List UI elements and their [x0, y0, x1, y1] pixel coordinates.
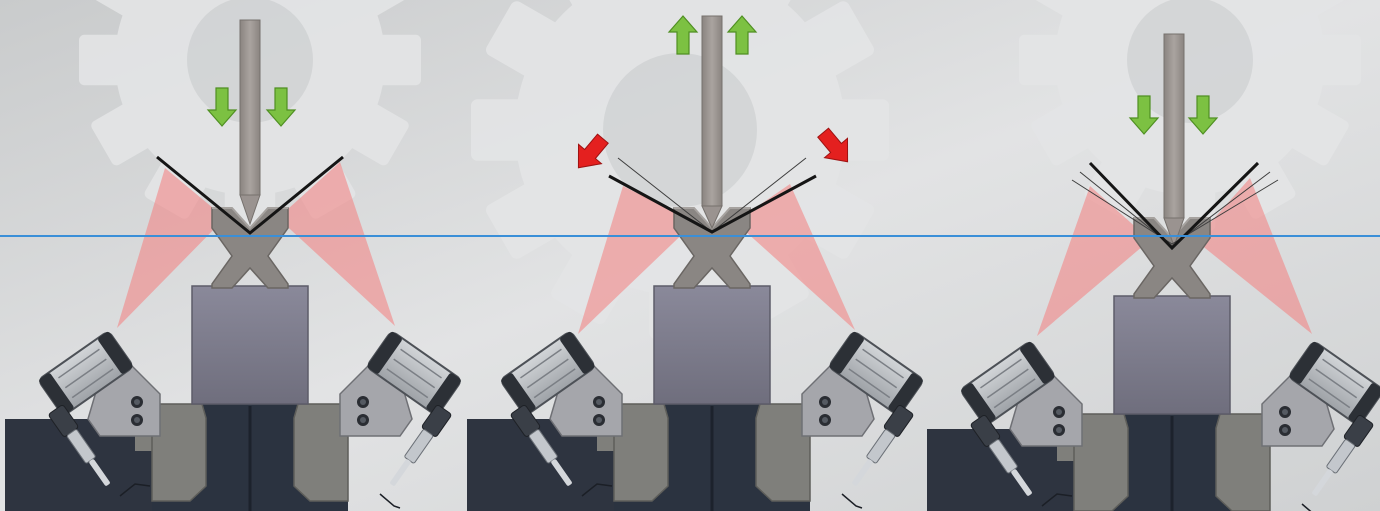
punch-tool: [702, 16, 722, 228]
punch-tool: [240, 20, 260, 224]
punch-tool: [1164, 34, 1184, 246]
